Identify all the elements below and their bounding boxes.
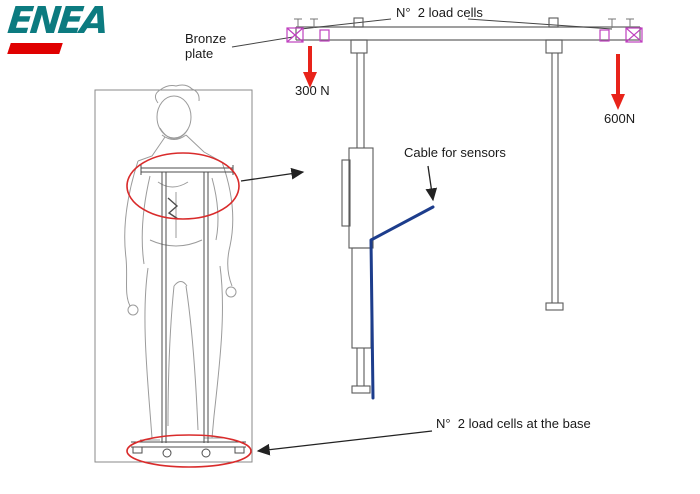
statue-box	[94, 89, 253, 463]
arrow-base-label	[256, 430, 433, 456]
label-force-600n: 600N	[604, 111, 636, 126]
load-cell-left	[286, 18, 330, 43]
sensor-cable	[369, 205, 435, 400]
label-bronze-plate: Bronze plate	[185, 31, 230, 61]
bronze-plate-leader	[231, 36, 294, 48]
force-arrow-300n	[303, 46, 317, 88]
highlight-ellipse-top	[126, 152, 240, 220]
label-load-cells-top: N° 2 load cells	[396, 5, 483, 20]
statue-outline	[124, 84, 237, 441]
statue-support-frame	[131, 165, 246, 458]
load-cell-right	[599, 18, 643, 43]
highlight-ellipse-base	[126, 434, 252, 468]
arrow-statue-to-rig	[240, 167, 305, 182]
label-cable-sensors: Cable for sensors	[404, 145, 506, 160]
force-arrow-600n	[611, 54, 625, 110]
enea-logo: ENEA	[5, 0, 148, 58]
label-force-300n: 300 N	[295, 83, 330, 98]
top-beam	[295, 26, 641, 41]
enea-logo-red-bar	[7, 43, 63, 54]
arrow-cable-label	[425, 165, 438, 202]
top-label-leaders	[300, 18, 613, 30]
right-rod-assembly	[545, 17, 564, 311]
label-load-cells-base: N° 2 load cells at the base	[436, 416, 591, 431]
left-rod-assembly	[341, 17, 374, 394]
enea-logo-text: ENEA	[5, 0, 109, 42]
